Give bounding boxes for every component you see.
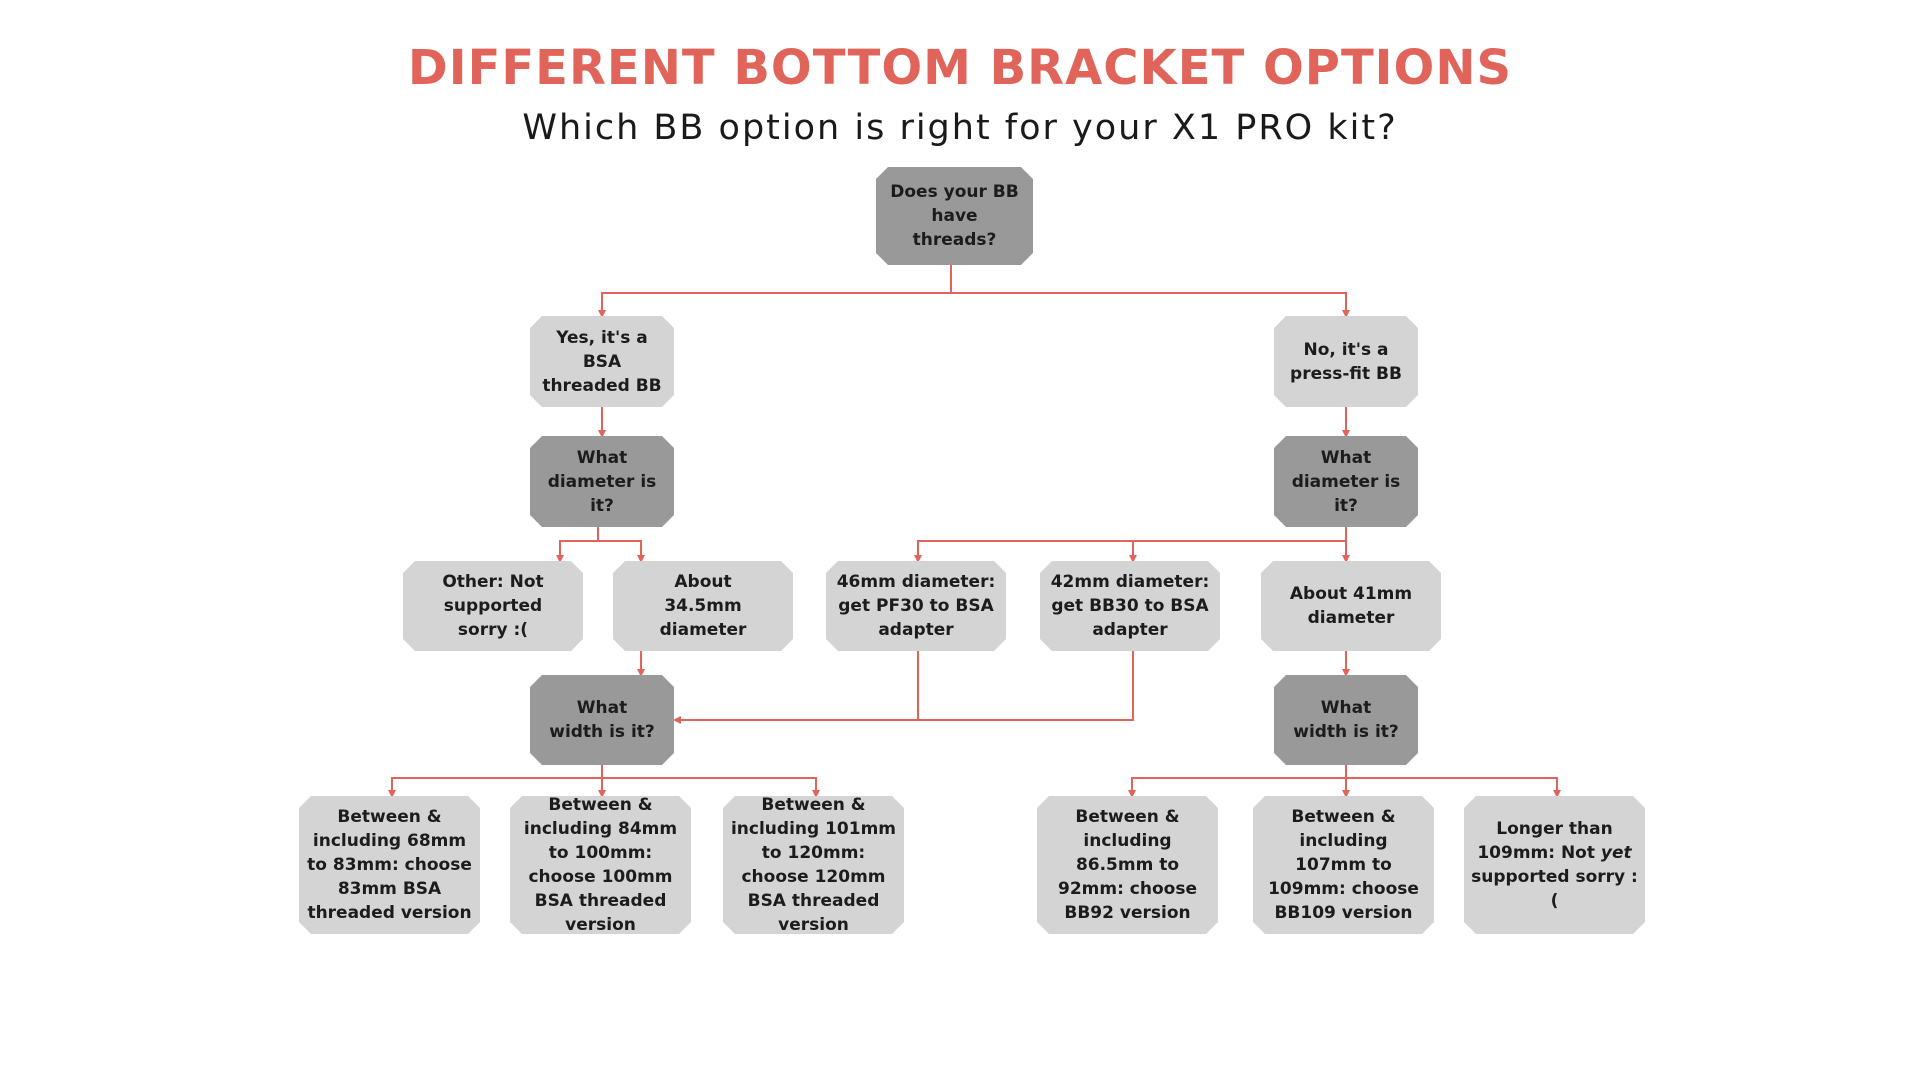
result-84-100mm: Between & including 84mm to 100mm: choos… (510, 796, 691, 934)
question-width-right: What width is it? (1274, 675, 1418, 765)
result-68-83mm-label: Between & including 68mm to 83mm: choose… (307, 807, 472, 923)
page-title: DIFFERENT BOTTOM BRACKET OPTIONS (407, 40, 1513, 96)
result-107-109mm-label: Between & including 107mm to 109mm: choo… (1268, 807, 1419, 923)
result-longer-109mm: Longer than 109mm: Not yet supported sor… (1464, 796, 1645, 934)
question-width-left-label: What width is it? (549, 698, 655, 742)
connector (1346, 777, 1561, 798)
connector (556, 527, 599, 563)
connector (602, 777, 820, 798)
connector (1128, 765, 1347, 798)
question-diameter-right: What diameter is it? (1274, 436, 1418, 527)
question-diameter-right-label: What diameter is it? (1291, 447, 1401, 516)
result-86-5-92mm: Between & including 86.5mm to 92mm: choo… (1037, 796, 1218, 934)
connector (388, 765, 603, 798)
connector (673, 651, 919, 724)
connector (598, 540, 645, 563)
result-101-120mm-label: Between & including 101mm to 120mm: choo… (730, 795, 897, 935)
connector (1129, 540, 1346, 563)
question-threads-label: Does your BB have threads? (890, 182, 1019, 250)
connector (598, 265, 952, 318)
question-diameter-left-label: What diameter is it? (547, 447, 657, 516)
answer-bsa-threaded-label: Yes, it's a BSA threaded BB (542, 327, 662, 396)
result-longer-text-1: Longer than 109mm: Not (1477, 819, 1613, 863)
answer-bsa-threaded: Yes, it's a BSA threaded BB (530, 316, 674, 407)
answer-34-5mm: About 34.5mm diameter (613, 561, 793, 651)
question-width-right-label: What width is it? (1293, 698, 1399, 742)
answer-34-5mm-label: About 34.5mm diameter (659, 572, 747, 640)
question-diameter-left: What diameter is it? (530, 436, 674, 527)
result-longer-emphasis: yet (1600, 843, 1632, 863)
answer-41mm-label: About 41mm diameter (1289, 584, 1413, 628)
result-101-120mm: Between & including 101mm to 120mm: choo… (723, 796, 904, 934)
question-threads: Does your BB have threads? (876, 167, 1033, 265)
page-subtitle: Which BB option is right for your X1 PRO… (522, 108, 1398, 148)
answer-other-diameter-label: Other: Not supported sorry :( (442, 572, 544, 640)
result-longer-text-2: supported sorry :( (1471, 867, 1638, 911)
answer-other-diameter: Other: Not supported sorry :( (403, 561, 583, 651)
answer-press-fit-label: No, it's a press-fit BB (1290, 339, 1402, 384)
answer-42mm-label: 42mm diameter: get BB30 to BSA adapter (1050, 572, 1210, 640)
result-86-5-92mm-label: Between & including 86.5mm to 92mm: choo… (1058, 807, 1197, 923)
answer-42mm: 42mm diameter: get BB30 to BSA adapter (1040, 561, 1220, 651)
answer-41mm: About 41mm diameter (1261, 561, 1441, 651)
result-107-109mm: Between & including 107mm to 109mm: choo… (1253, 796, 1434, 934)
result-longer-109mm-label: Longer than 109mm: Not yet supported sor… (1471, 817, 1638, 913)
result-68-83mm: Between & including 68mm to 83mm: choose… (299, 796, 480, 934)
result-84-100mm-label: Between & including 84mm to 100mm: choos… (523, 795, 678, 935)
connector (918, 651, 1134, 721)
question-width-left: What width is it? (530, 675, 674, 765)
answer-46mm-label: 46mm diameter: get PF30 to BSA adapter (836, 572, 996, 640)
answer-46mm: 46mm diameter: get PF30 to BSA adapter (826, 561, 1006, 651)
answer-press-fit: No, it's a press-fit BB (1274, 316, 1418, 407)
connector (951, 292, 1350, 318)
